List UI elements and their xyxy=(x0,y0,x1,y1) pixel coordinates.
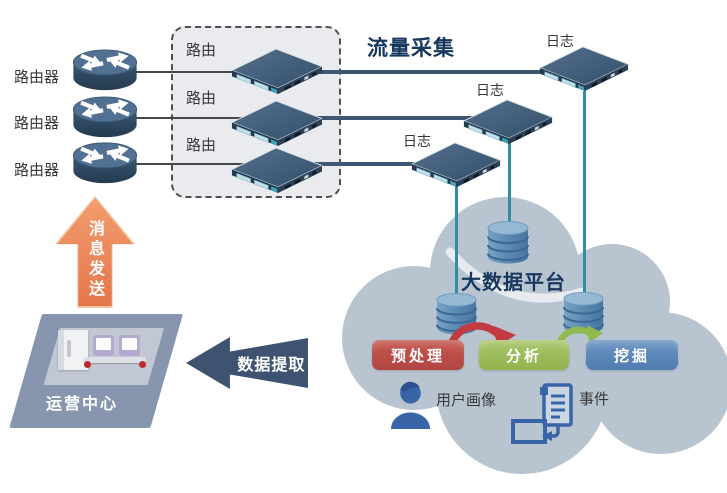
green-curve-arrow xyxy=(557,325,603,343)
log-label-2: 日志 xyxy=(476,83,504,99)
stage-mine: 挖掘 xyxy=(586,340,678,370)
connector-router2-route xyxy=(136,117,270,119)
connector-log1-db xyxy=(455,182,458,300)
big-data-platform-title: 大数据平台 xyxy=(461,270,566,294)
router-icon-3 xyxy=(71,141,139,187)
log-label-1: 日志 xyxy=(403,134,431,150)
router-label-2: 路由器 xyxy=(14,114,60,132)
connector-route3-log xyxy=(296,162,424,166)
router-label-3: 路由器 xyxy=(14,161,60,179)
connector-router1-route xyxy=(136,71,270,73)
connector-router3-route xyxy=(136,163,270,165)
rack-bar xyxy=(84,357,146,363)
event-label: 事件 xyxy=(579,390,610,408)
flow-collection-title: 流量采集 xyxy=(367,36,455,60)
route-device-3 xyxy=(230,143,324,194)
event-doc-icon xyxy=(509,382,575,444)
message-send-label: 消息发送 xyxy=(86,220,105,300)
stage-analyze-label: 分析 xyxy=(505,346,542,365)
rack-wheel-right xyxy=(139,361,146,368)
router-icon-2 xyxy=(71,95,139,141)
server-tower-icon xyxy=(58,330,88,370)
operations-center-label: 运营中心 xyxy=(46,394,119,413)
monitor-icon-2 xyxy=(119,335,140,356)
connector-log2-db xyxy=(508,136,511,228)
monitor-screen xyxy=(96,338,111,350)
route-label-3: 路由 xyxy=(186,136,217,154)
log-label-3: 日志 xyxy=(546,34,574,50)
monitor-icon-1 xyxy=(93,335,114,356)
rack-wheel-left xyxy=(84,361,91,368)
stage-preprocess: 预处理 xyxy=(372,340,464,370)
connector-log3-db xyxy=(583,91,586,299)
stage-preprocess-label: 预处理 xyxy=(390,346,445,365)
connector-route2-log xyxy=(296,116,492,120)
route-label-2: 路由 xyxy=(186,89,217,107)
user-portrait-label: 用户画像 xyxy=(436,391,497,409)
database-icon-top xyxy=(484,219,532,265)
router-label-1: 路由器 xyxy=(14,68,60,86)
data-extract-label: 数据提取 xyxy=(237,355,306,374)
connector-route1-log xyxy=(296,70,564,74)
route-label-1: 路由 xyxy=(186,41,217,59)
message-send-arrow: 消息发送 xyxy=(55,196,135,308)
route-device-1 xyxy=(230,44,324,95)
route-device-2 xyxy=(230,96,324,147)
monitor-screen xyxy=(122,338,137,350)
user-icon xyxy=(388,380,433,429)
stage-analyze: 分析 xyxy=(479,340,569,370)
router-icon-1 xyxy=(71,48,139,94)
data-extract-arrow: 数据提取 xyxy=(186,337,308,389)
stage-mine-label: 挖掘 xyxy=(613,346,650,365)
tower-slot xyxy=(67,340,71,357)
